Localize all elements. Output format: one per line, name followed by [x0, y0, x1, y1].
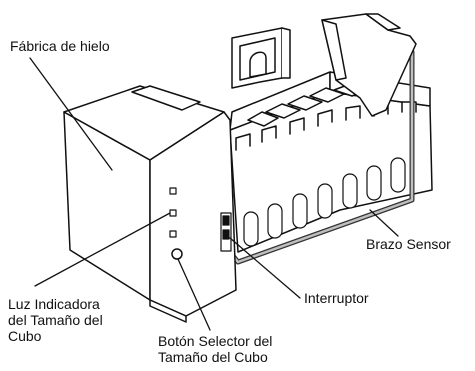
leader-selector-button [177, 258, 211, 331]
label-ice-maker-text: Fábrica de hielo [10, 38, 110, 54]
label-indicator-light: Luz Indicadora del Tamaño del Cubo [8, 296, 103, 344]
mounting-bracket [231, 27, 291, 89]
leader-indicator-light [34, 212, 171, 287]
label-ice-maker: Fábrica de hielo [10, 38, 110, 54]
label-selector-button-line-2: Tamaño del Cubo [158, 349, 268, 365]
label-selector-button-line-1: Botón Selector del [158, 333, 273, 349]
switch-shape [220, 212, 232, 252]
housing [63, 85, 237, 323]
leader-sensor-arm [369, 209, 399, 237]
label-indicator-light-line-1: Luz Indicadora [8, 296, 100, 312]
mold-cavities [243, 157, 406, 247]
leader-lines [29, 57, 399, 331]
selector-button-shape [171, 248, 183, 260]
label-sensor-arm: Brazo Sensor [366, 236, 451, 252]
cover-flap [321, 13, 417, 117]
label-switch-text: Interruptor [304, 290, 369, 306]
label-indicator-light-line-3: Cubo [8, 328, 42, 344]
leader-switch [229, 237, 301, 299]
label-sensor-arm-text: Brazo Sensor [366, 236, 451, 252]
label-switch: Interruptor [304, 290, 369, 306]
label-indicator-light-line-2: del Tamaño del [8, 312, 103, 328]
leader-ice-maker [29, 57, 113, 171]
label-selector-button: Botón Selector del Tamaño del Cubo [158, 333, 272, 365]
